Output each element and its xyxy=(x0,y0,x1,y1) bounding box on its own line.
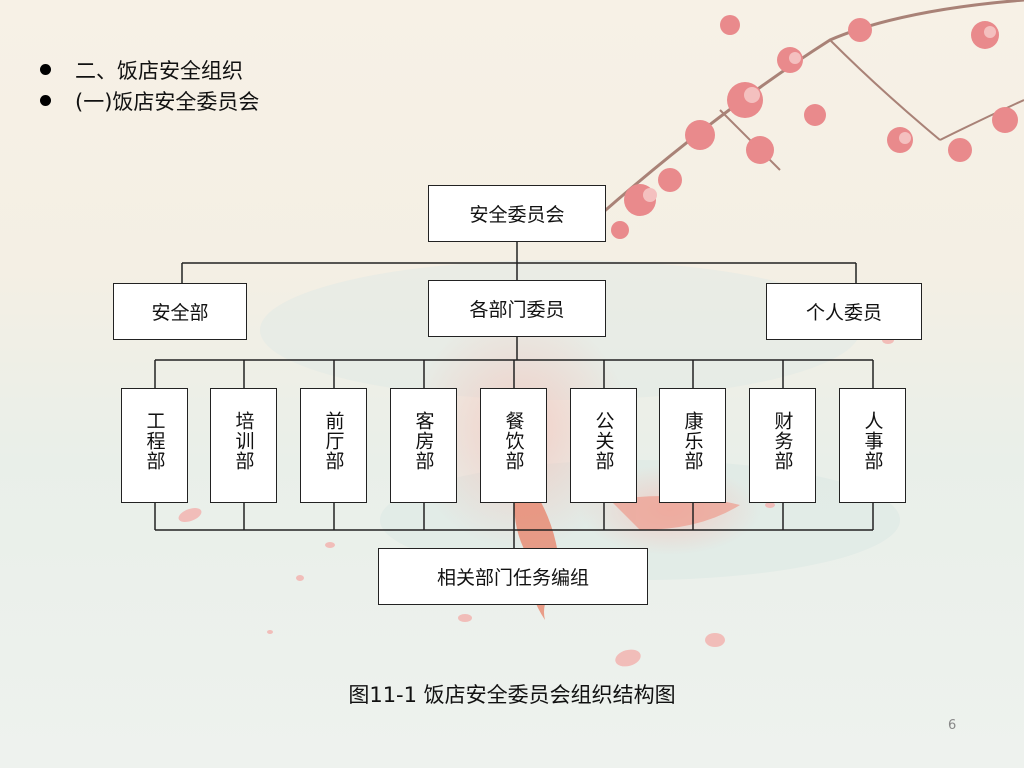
node-department: 餐饮部 xyxy=(480,388,547,503)
node-department: 工程部 xyxy=(121,388,188,503)
bullet-text: (一)饭店安全委员会 xyxy=(75,89,260,114)
node-department: 财务部 xyxy=(749,388,816,503)
node-label: 相关部门任务编组 xyxy=(436,567,589,589)
node-individual-members: 个人委员 xyxy=(766,283,922,340)
page-number: 6 xyxy=(948,718,957,733)
figure-caption: 图11-1 饭店安全委员会组织结构图 xyxy=(348,683,676,707)
bullet-text: 二、饭店安全组织 xyxy=(75,58,243,83)
node-label: 安全委员会 xyxy=(469,204,565,226)
node-label: 餐饮部 xyxy=(502,411,525,471)
node-label: 培训部 xyxy=(232,411,255,471)
node-security-dept: 安全部 xyxy=(113,283,247,340)
node-label: 客房部 xyxy=(412,411,435,471)
node-label: 安全部 xyxy=(151,302,209,324)
bullet-dot-icon xyxy=(40,64,51,75)
bullet-item: 二、饭店安全组织 xyxy=(40,54,259,85)
bullet-item: (一)饭店安全委员会 xyxy=(40,85,259,116)
node-label: 财务部 xyxy=(771,411,794,471)
node-department: 前厅部 xyxy=(300,388,367,503)
bullet-list: 二、饭店安全组织 (一)饭店安全委员会 xyxy=(40,54,259,116)
node-label: 个人委员 xyxy=(805,302,882,324)
node-dept-members: 各部门委员 xyxy=(428,280,606,337)
node-label: 各部门委员 xyxy=(469,299,565,321)
node-department: 公关部 xyxy=(570,388,637,503)
node-label: 公关部 xyxy=(592,411,615,471)
petal-decor xyxy=(178,336,894,667)
node-root: 安全委员会 xyxy=(428,185,606,242)
node-department: 人事部 xyxy=(839,388,906,503)
node-label: 人事部 xyxy=(861,411,884,471)
node-department: 客房部 xyxy=(390,388,457,503)
node-task-group: 相关部门任务编组 xyxy=(378,548,648,605)
node-label: 工程部 xyxy=(143,411,166,471)
blossom-branch xyxy=(599,0,1024,239)
node-department: 康乐部 xyxy=(659,388,726,503)
bullet-dot-icon xyxy=(40,95,51,106)
node-label: 前厅部 xyxy=(322,411,345,471)
node-department: 培训部 xyxy=(210,388,277,503)
node-label: 康乐部 xyxy=(681,411,704,471)
